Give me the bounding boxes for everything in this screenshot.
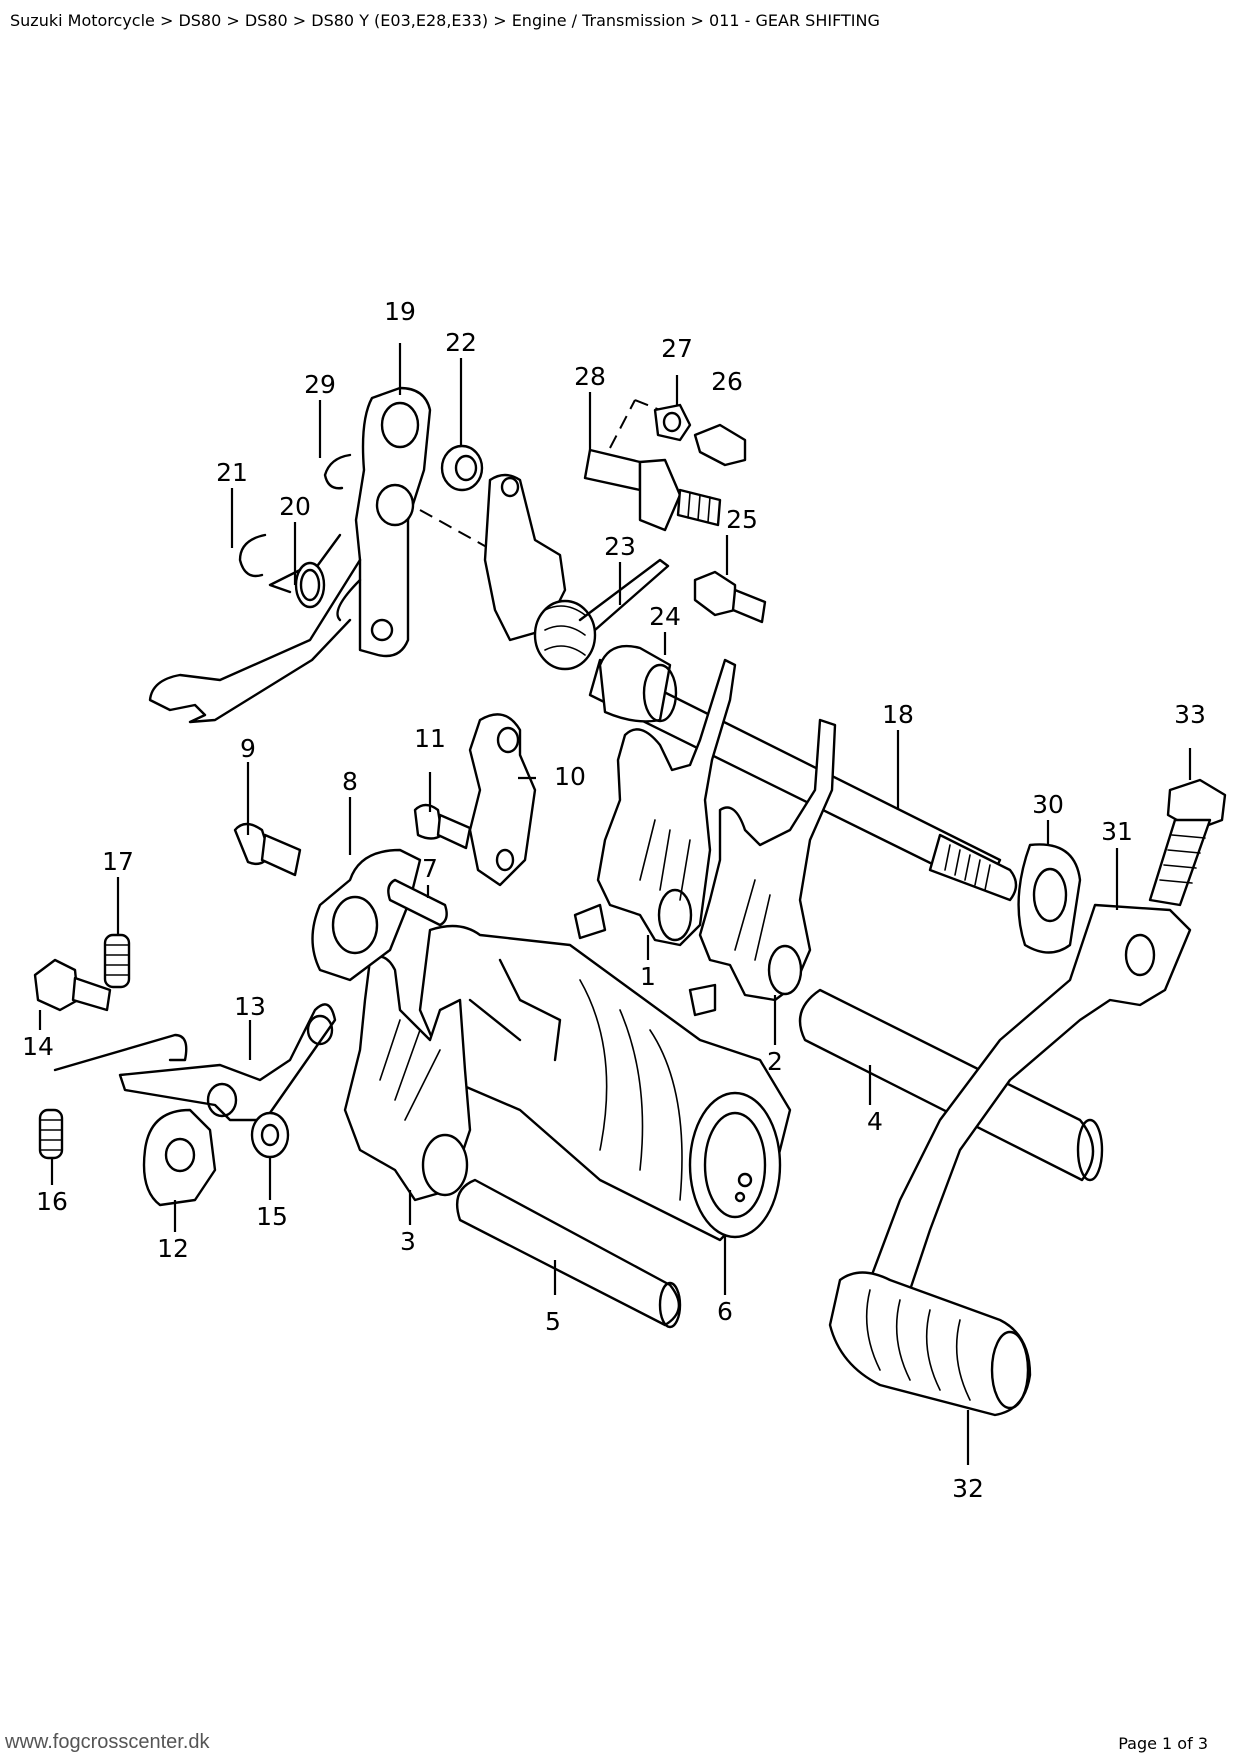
callout-13: 13 [234, 992, 266, 1021]
part-10-plate [468, 713, 537, 887]
shift-arm-assembly [483, 473, 597, 671]
callout-17: 17 [102, 847, 134, 876]
part-32-shift-rubber [828, 1271, 1032, 1417]
callout-19: 19 [384, 297, 416, 326]
callout-22: 22 [445, 328, 477, 357]
callout-27: 27 [661, 334, 693, 363]
part-13-stopper-arm [53, 1003, 337, 1122]
part-8-plate [311, 848, 422, 982]
callout-15: 15 [256, 1202, 288, 1231]
part-20-spring [268, 533, 342, 609]
part-27-nut [653, 403, 692, 442]
callout-6: 6 [717, 1297, 733, 1326]
callout-24: 24 [649, 602, 681, 631]
footer-site-url: www.fogcrosscenter.dk [5, 1731, 210, 1753]
part-9-screw [233, 822, 302, 877]
part-17-spring [103, 933, 131, 989]
callout-32: 32 [952, 1474, 984, 1503]
callout-25: 25 [726, 505, 758, 534]
part-6-shift-drum [418, 924, 792, 1242]
part-12-stopper-plate [142, 1108, 217, 1207]
part-18-shift-shaft [588, 658, 1018, 902]
part-21-circlip [238, 533, 267, 578]
callout-4: 4 [867, 1107, 883, 1136]
callout-14: 14 [22, 1032, 54, 1061]
callout-2: 2 [767, 1047, 783, 1076]
callout-7: 7 [422, 854, 438, 883]
part-3-fork [343, 955, 472, 1202]
callout-20: 20 [279, 492, 311, 521]
part-28-stopper [583, 448, 722, 532]
callout-28: 28 [574, 362, 606, 391]
callout-labels: 1 2 3 4 5 6 7 8 9 10 11 12 13 14 15 16 1… [22, 297, 1206, 1503]
part-22-collar [440, 444, 484, 492]
callout-18: 18 [882, 700, 914, 729]
part-11-screw [413, 803, 472, 850]
part-1-fork [573, 658, 737, 947]
part-25-bolt [693, 570, 767, 624]
callout-10: 10 [554, 762, 586, 791]
callout-23: 23 [604, 532, 636, 561]
part-30-oil-seal [1017, 843, 1082, 954]
part-19-shift-plate [148, 386, 432, 724]
part-26-bolt [693, 423, 747, 467]
part-16-spring [38, 1108, 64, 1160]
callout-3: 3 [400, 1227, 416, 1256]
callout-11: 11 [414, 724, 446, 753]
callout-31: 31 [1101, 817, 1133, 846]
callout-8: 8 [342, 767, 358, 796]
callout-1: 1 [640, 962, 656, 991]
part-4-shaft [798, 988, 1104, 1182]
callout-29: 29 [304, 370, 336, 399]
callout-leaders [38, 343, 1192, 1465]
part-31-shift-lever [868, 903, 1192, 1297]
breadcrumb: Suzuki Motorcycle > DS80 > DS80 > DS80 Y… [10, 11, 880, 30]
callout-12: 12 [157, 1234, 189, 1263]
part-24-bushing [598, 644, 678, 723]
callout-21: 21 [216, 458, 248, 487]
callout-30: 30 [1032, 790, 1064, 819]
part-2-fork [688, 718, 837, 1017]
part-15-washer [250, 1111, 290, 1159]
part-14-bolt [33, 958, 112, 1012]
callout-33: 33 [1174, 700, 1206, 729]
callout-9: 9 [240, 734, 256, 763]
part-7-pin [387, 878, 448, 927]
callout-16: 16 [36, 1187, 68, 1216]
callout-5: 5 [545, 1307, 561, 1336]
page-indicator: Page 1 of 3 [1118, 1734, 1208, 1753]
part-33-bolt [1148, 778, 1227, 907]
part-5-shaft [455, 1178, 682, 1329]
part-29-clip [323, 453, 352, 490]
callout-26: 26 [711, 367, 743, 396]
